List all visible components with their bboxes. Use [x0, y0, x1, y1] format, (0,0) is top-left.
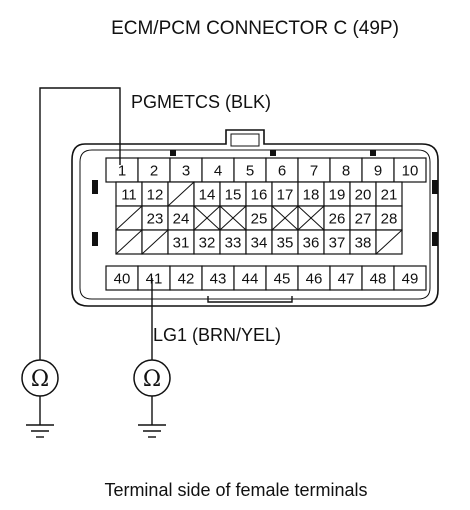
- terminal-label: 14: [199, 187, 216, 204]
- pin-marker: [370, 150, 376, 156]
- terminal-34: [245, 229, 273, 255]
- connector-latch: [230, 133, 260, 147]
- terminal-label: 10: [402, 163, 419, 180]
- diagram-title: ECM/PCM CONNECTOR C (49P): [111, 18, 399, 39]
- ohm-symbol-right: Ω: [143, 367, 161, 392]
- terminal-37: [323, 229, 351, 255]
- terminal-label: 44: [242, 271, 259, 288]
- terminal-8: [329, 157, 363, 183]
- wire-pgmetcs: [39, 87, 121, 360]
- blank-cell-cross: [219, 205, 247, 231]
- diagram-caption: Terminal side of female terminals: [104, 480, 367, 500]
- terminal-31: [167, 229, 195, 255]
- terminal-38: [349, 229, 377, 255]
- terminal-label: 9: [374, 163, 382, 180]
- blank-cell-diagonal: [115, 205, 143, 231]
- terminal-label: 24: [173, 211, 190, 228]
- side-key-right-top: [432, 180, 438, 194]
- terminal-41: [137, 265, 171, 291]
- terminal-label: 23: [147, 211, 164, 228]
- terminal-47: [329, 265, 363, 291]
- blank-cell-cross: [271, 205, 299, 231]
- ohmmeter-right: Ω: [133, 359, 171, 438]
- terminal-19: [323, 181, 351, 207]
- terminal-label: 42: [178, 271, 195, 288]
- terminal-label: 15: [225, 187, 242, 204]
- terminal-label: 27: [355, 211, 372, 228]
- terminal-label: 3: [182, 163, 190, 180]
- terminal-label: 32: [199, 235, 216, 252]
- terminal-label: 6: [278, 163, 286, 180]
- terminal-label: 25: [251, 211, 268, 228]
- terminal-label: 40: [114, 271, 131, 288]
- terminal-label: 18: [303, 187, 320, 204]
- terminal-12: [141, 181, 169, 207]
- terminal-label: 16: [251, 187, 268, 204]
- terminal-1: [105, 157, 139, 183]
- blank-cell-diagonal: [167, 181, 195, 207]
- side-key-right-bottom: [432, 232, 438, 246]
- terminal-48: [361, 265, 395, 291]
- pin-marker: [170, 150, 176, 156]
- terminal-32: [193, 229, 221, 255]
- terminal-label: 37: [329, 235, 346, 252]
- terminal-10: [393, 157, 427, 183]
- side-key-left-bottom: [92, 232, 98, 246]
- terminal-label: 31: [173, 235, 190, 252]
- terminal-label: 46: [306, 271, 323, 288]
- terminal-label: 49: [402, 271, 419, 288]
- terminal-3: [169, 157, 203, 183]
- wire-label-pgmetcs: PGMETCS (BLK): [131, 92, 271, 112]
- terminal-label: 36: [303, 235, 320, 252]
- ohm-symbol-left: Ω: [31, 367, 49, 392]
- terminal-label: 7: [310, 163, 318, 180]
- pin-marker: [270, 150, 276, 156]
- terminal-label: 11: [121, 187, 137, 204]
- blank-cell-diagonal: [141, 229, 169, 255]
- terminal-label: 41: [146, 271, 163, 288]
- ohmmeter-left: Ω: [21, 359, 59, 438]
- wire-label-lg1: LG1 (BRN/YEL): [153, 325, 281, 345]
- terminal-2: [137, 157, 171, 183]
- terminal-label: 28: [381, 211, 398, 228]
- blank-cell-cross: [297, 205, 325, 231]
- terminal-label: 17: [277, 187, 294, 204]
- terminal-label: 35: [277, 235, 294, 252]
- terminal-label: 34: [251, 235, 268, 252]
- terminal-45: [265, 265, 299, 291]
- terminal-label: 45: [274, 271, 291, 288]
- connector-housing-outer: [71, 129, 439, 307]
- terminal-label: 19: [329, 187, 346, 204]
- terminal-label: 43: [210, 271, 227, 288]
- connector-bottom-key: [207, 296, 293, 303]
- blank-cell-diagonal: [375, 229, 403, 255]
- terminal-18: [297, 181, 325, 207]
- terminal-label: 1: [118, 163, 126, 180]
- connector-housing-inner: [79, 149, 431, 300]
- terminal-label: 33: [225, 235, 242, 252]
- terminal-33: [219, 229, 247, 255]
- terminal-label: 4: [214, 163, 222, 180]
- terminal-label: 5: [246, 163, 254, 180]
- side-key-left-top: [92, 180, 98, 194]
- blank-cell-cross: [193, 205, 221, 231]
- terminal-label: 48: [370, 271, 387, 288]
- terminal-label: 26: [329, 211, 346, 228]
- terminal-49: [393, 265, 427, 291]
- terminal-label: 20: [355, 187, 372, 204]
- blank-cell-diagonal: [115, 229, 143, 255]
- terminal-label: 2: [150, 163, 158, 180]
- terminal-43: [201, 265, 235, 291]
- terminal-label: 47: [338, 271, 355, 288]
- terminal-label: 38: [355, 235, 372, 252]
- terminal-46: [297, 265, 331, 291]
- terminal-label: 21: [381, 187, 398, 204]
- terminal-label: 8: [342, 163, 350, 180]
- terminal-label: 12: [147, 187, 164, 204]
